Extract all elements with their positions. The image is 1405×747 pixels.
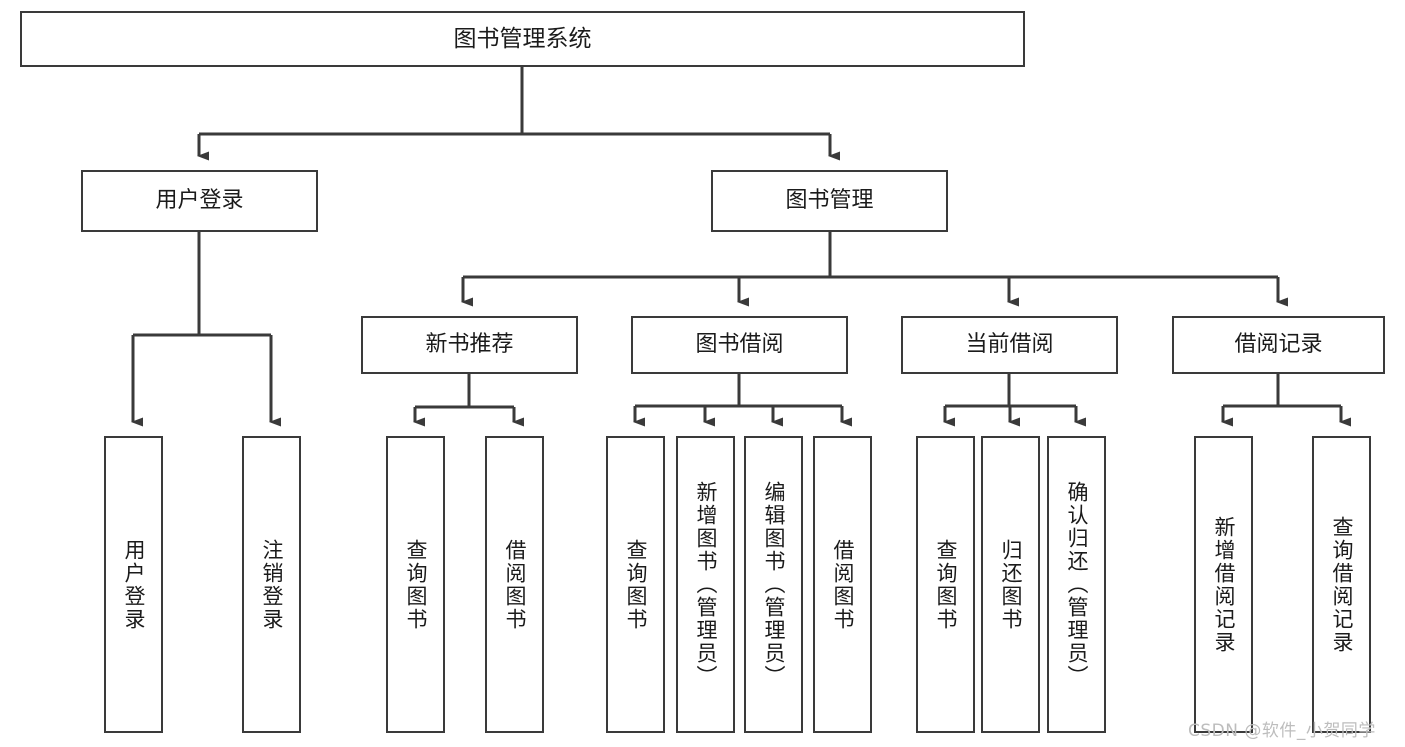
node-user-login[interactable]: 用户登录	[81, 170, 318, 232]
node-leaf-borrow-book-br[interactable]: 借阅图书	[813, 436, 872, 733]
node-leaf-confirm-return[interactable]: 确认归还（管理员）	[1047, 436, 1106, 733]
node-leaf-query-book-br[interactable]: 查询图书	[606, 436, 665, 733]
node-leaf-borrow-book-rec[interactable]: 借阅图书	[485, 436, 544, 733]
node-book-manage[interactable]: 图书管理	[711, 170, 948, 232]
node-label: 图书借阅	[695, 332, 784, 358]
node-label: 用户登录	[122, 538, 146, 631]
node-label: 图书管理系统	[453, 25, 592, 52]
node-label: 查询图书	[404, 538, 428, 631]
node-leaf-query-book-cb[interactable]: 查询图书	[916, 436, 975, 733]
node-label: 查询图书	[934, 538, 958, 631]
node-book-borrow[interactable]: 图书借阅	[631, 316, 848, 374]
node-leaf-add-book[interactable]: 新增图书（管理员）	[676, 436, 735, 733]
node-label: 新书推荐	[425, 332, 514, 358]
node-leaf-user-logout[interactable]: 注销登录	[242, 436, 301, 733]
node-leaf-edit-book[interactable]: 编辑图书（管理员）	[744, 436, 803, 733]
node-new-book-rec[interactable]: 新书推荐	[361, 316, 578, 374]
node-root-system[interactable]: 图书管理系统	[20, 11, 1025, 67]
node-label: 借阅图书	[503, 538, 527, 631]
node-label: 图书管理	[785, 188, 874, 214]
node-leaf-user-login[interactable]: 用户登录	[104, 436, 163, 733]
node-label: 归还图书	[999, 538, 1023, 631]
node-label: 查询图书	[624, 538, 648, 631]
watermark: CSDN @软件_小贺同学	[1188, 721, 1376, 741]
node-label: 编辑图书（管理员）	[762, 481, 786, 688]
node-label: 确认归还（管理员）	[1065, 481, 1089, 688]
node-label: 当前借阅	[965, 332, 1054, 358]
node-leaf-query-record[interactable]: 查询借阅记录	[1312, 436, 1371, 733]
node-leaf-return-book[interactable]: 归还图书	[981, 436, 1040, 733]
node-label: 借阅记录	[1234, 332, 1323, 358]
node-label: 用户登录	[155, 188, 244, 214]
node-borrow-record[interactable]: 借阅记录	[1172, 316, 1385, 374]
node-label: 查询借阅记录	[1330, 515, 1354, 654]
node-label: 借阅图书	[831, 538, 855, 631]
node-label: 新增借阅记录	[1212, 515, 1236, 654]
node-label: 注销登录	[260, 538, 284, 631]
node-leaf-query-book-rec[interactable]: 查询图书	[386, 436, 445, 733]
node-leaf-add-record[interactable]: 新增借阅记录	[1194, 436, 1253, 733]
node-label: 新增图书（管理员）	[694, 481, 718, 688]
node-current-borrow[interactable]: 当前借阅	[901, 316, 1118, 374]
